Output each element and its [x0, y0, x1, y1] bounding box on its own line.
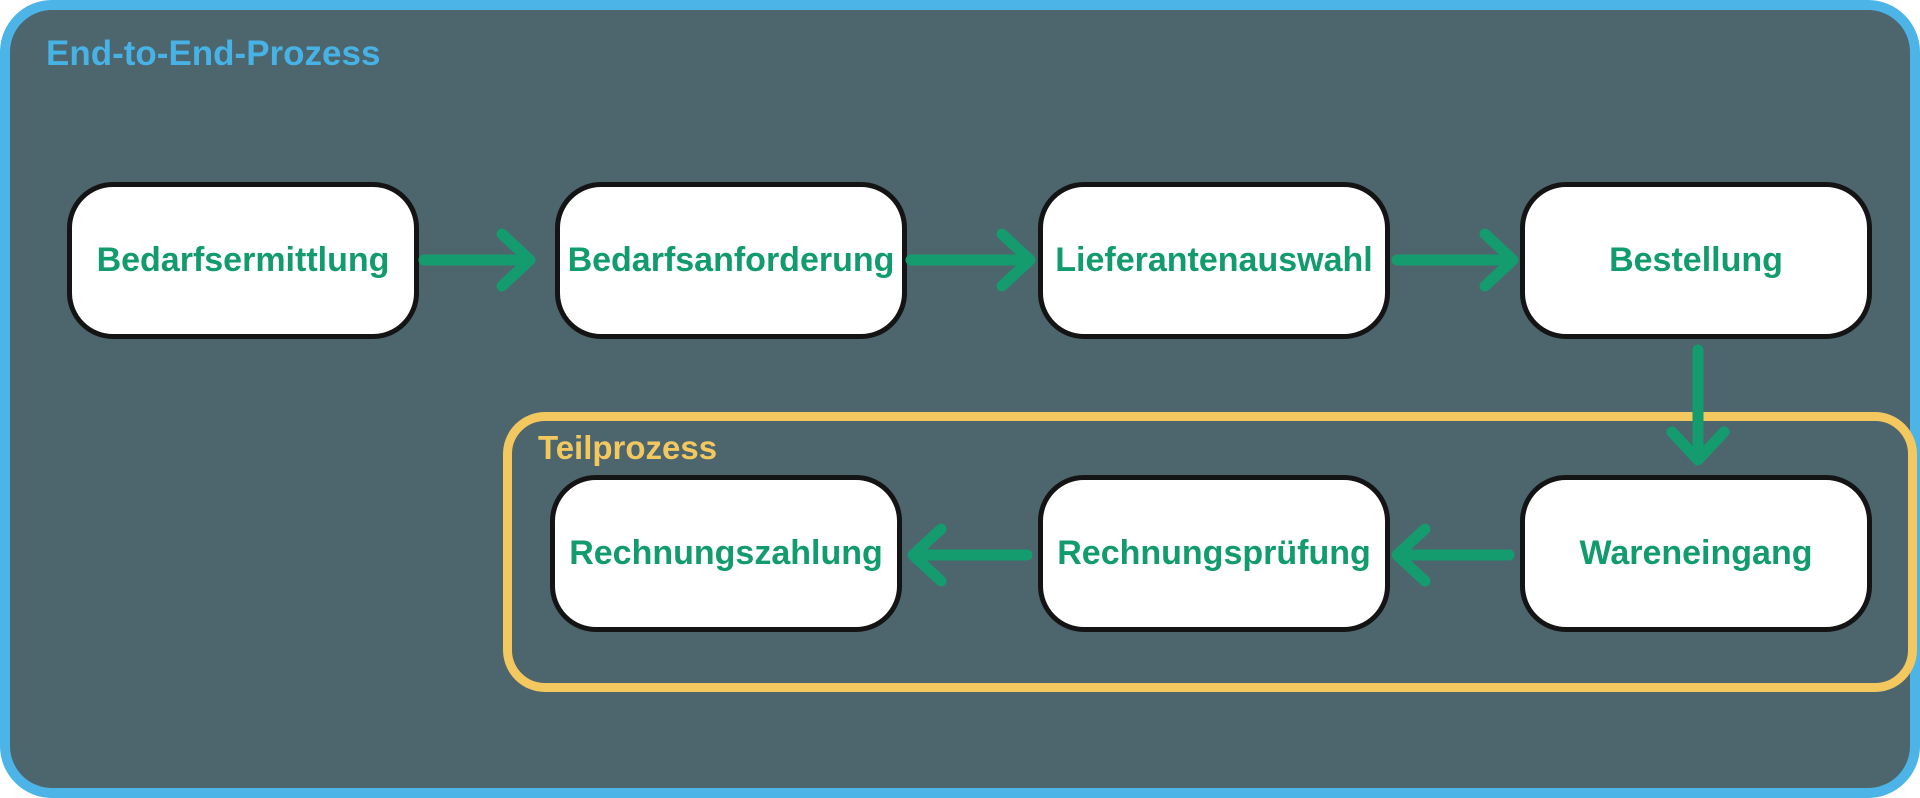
- process-step-label: Wareneingang: [1579, 534, 1813, 572]
- process-step-label: Bedarfsanforderung: [567, 241, 895, 279]
- process-step-label: Bedarfsermittlung: [96, 241, 390, 279]
- process-step-bedarfsermittlung: Bedarfsermittlung: [67, 182, 419, 339]
- process-step-wareneingang: Wareneingang: [1520, 475, 1872, 632]
- process-step-bedarfsanforderung: Bedarfsanforderung: [555, 182, 907, 339]
- teilprozess-label: Teilprozess: [538, 429, 718, 466]
- process-step-label: Lieferantenauswahl: [1055, 241, 1373, 279]
- process-step-label: Rechnungszahlung: [569, 534, 883, 572]
- arrow-right-lieferantenauswahl-to-bestellung-icon: [1391, 228, 1519, 292]
- teilprozess-container: Teilprozess: [503, 412, 1917, 692]
- arrow-right-bedarfsermittlung-to-bedarfsanforderung-icon: [418, 228, 536, 292]
- process-step-bestellung: Bestellung: [1520, 182, 1872, 339]
- process-step-rechnungspruefung: Rechnungsprüfung: [1038, 475, 1390, 632]
- process-step-lieferantenauswahl: Lieferantenauswahl: [1038, 182, 1390, 339]
- process-step-rechnungszahlung: Rechnungszahlung: [550, 475, 902, 632]
- process-step-label: Rechnungsprüfung: [1057, 534, 1371, 572]
- end-to-end-process-label: End-to-End-Prozess: [46, 34, 381, 73]
- arrow-right-bedarfsanforderung-to-lieferantenauswahl-icon: [905, 228, 1036, 292]
- process-step-label: Bestellung: [1609, 241, 1783, 279]
